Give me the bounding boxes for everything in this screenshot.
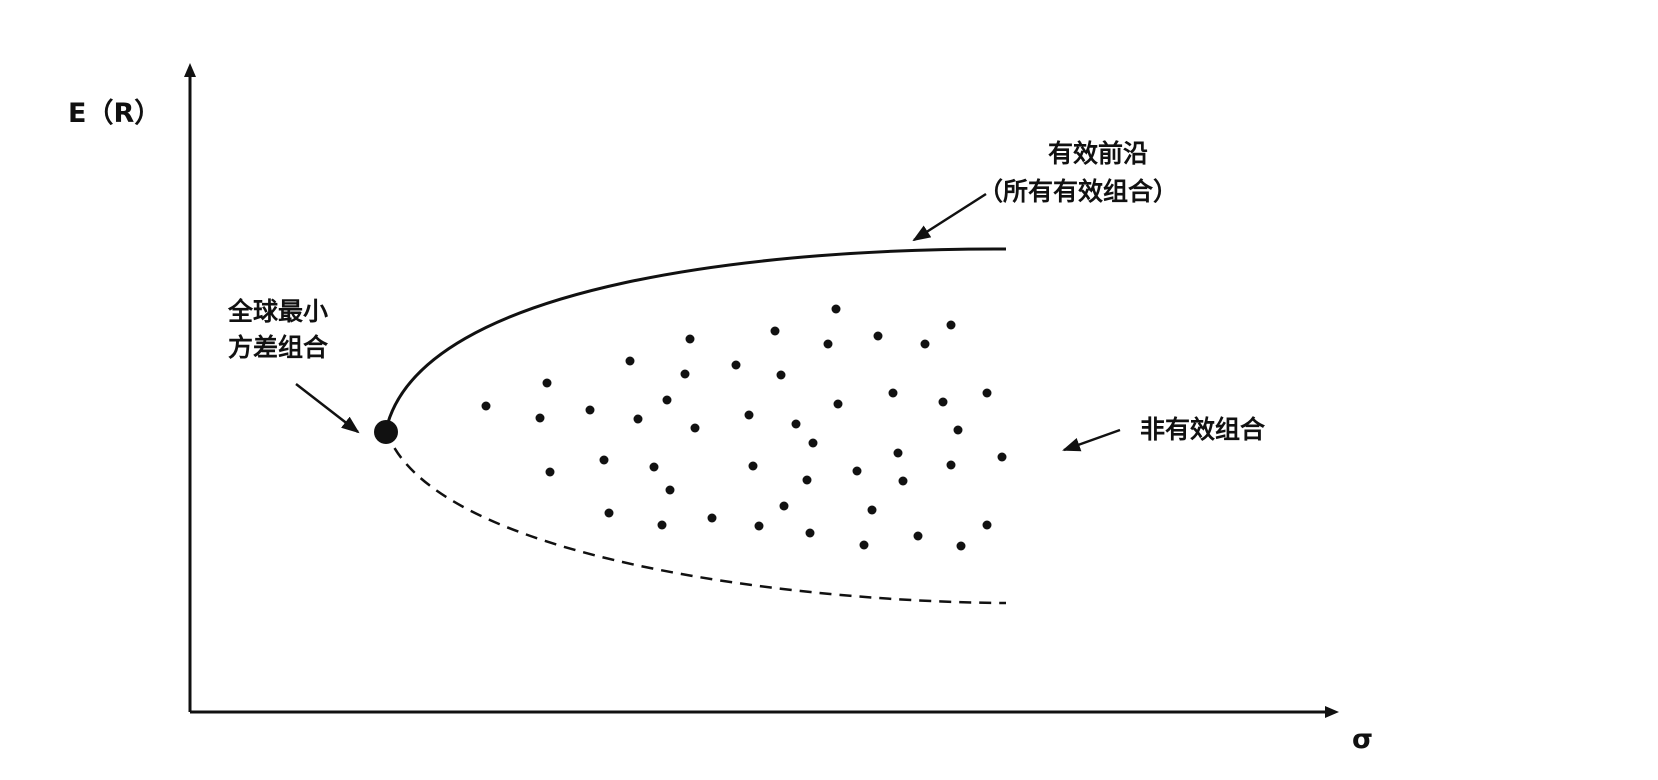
inefficient-portfolio-point: [754, 521, 764, 531]
inefficient-portfolio-point: [685, 334, 695, 344]
inefficient-portfolio-point: [938, 397, 948, 407]
inefficient-portfolio-point: [831, 304, 841, 314]
inefficient-pointer-arrow: [1062, 428, 1121, 452]
inefficient-portfolio-point: [776, 370, 786, 380]
efficient-frontier-label-line1: 有效前沿: [1048, 139, 1148, 168]
inefficient-portfolio-point: [873, 331, 883, 341]
gmv-label-line1: 全球最小: [227, 297, 328, 326]
inefficient-portfolio-point: [982, 520, 992, 530]
inefficient-portfolio-point: [690, 423, 700, 433]
inefficient-portfolio-point: [920, 339, 930, 349]
inefficient-portfolio-point: [823, 339, 833, 349]
inefficient-portfolio-point: [893, 448, 903, 458]
inefficient-portfolio-point: [888, 388, 898, 398]
inefficient-portfolio-point: [833, 399, 843, 409]
inefficient-frontier-curve: [384, 429, 1007, 605]
inefficient-portfolio-point: [867, 505, 877, 515]
inefficient-portfolio-point: [898, 476, 908, 486]
gmv-label-line2: 方差组合: [228, 333, 329, 362]
inefficient-portfolio-point: [859, 540, 869, 550]
inefficient-portfolio-point: [481, 401, 491, 411]
inefficient-portfolio-point: [542, 378, 552, 388]
inefficient-portfolio-point: [946, 460, 956, 470]
inefficient-portfolio-point: [805, 528, 815, 538]
inefficient-portfolio-point: [770, 326, 780, 336]
global-minimum-variance-point: [374, 420, 398, 444]
inefficient-portfolio-point: [982, 388, 992, 398]
inefficient-portfolio-point: [946, 320, 956, 330]
efficient-frontier-curve: [384, 247, 1007, 431]
inefficient-portfolio-point: [748, 461, 758, 471]
inefficient-portfolio-point: [649, 462, 659, 472]
efficient-frontier-pointer-arrow: [912, 192, 987, 242]
inefficient-portfolio-point: [585, 405, 595, 415]
inefficient-portfolio-point: [956, 541, 966, 551]
inefficient-portfolio-point: [665, 485, 675, 495]
inefficient-portfolio-point: [662, 395, 672, 405]
inefficient-portfolio-point: [779, 501, 789, 511]
inefficient-portfolio-point: [913, 531, 923, 541]
inefficient-portfolio-point: [852, 466, 862, 476]
inefficient-portfolio-point: [997, 452, 1007, 462]
inefficient-portfolio-point: [707, 513, 717, 523]
inefficient-portfolio-point: [604, 508, 614, 518]
inefficient-portfolio-point: [535, 413, 545, 423]
inefficient-portfolio-point: [680, 369, 690, 379]
inefficient-portfolio-points: [481, 304, 1007, 551]
inefficient-portfolio-point: [545, 467, 555, 477]
inefficient-portfolio-label: 非有效组合: [1140, 415, 1266, 444]
y-axis-label: E（R）: [68, 98, 161, 129]
inefficient-portfolio-point: [802, 475, 812, 485]
inefficient-portfolio-point: [808, 438, 818, 448]
inefficient-portfolio-point: [599, 455, 609, 465]
inefficient-portfolio-point: [625, 356, 635, 366]
inefficient-portfolio-point: [633, 414, 643, 424]
inefficient-portfolio-point: [657, 520, 667, 530]
inefficient-portfolio-point: [791, 419, 801, 429]
x-axis-label: σ: [1352, 724, 1373, 755]
inefficient-portfolio-point: [953, 425, 963, 435]
inefficient-portfolio-point: [744, 410, 754, 420]
gmv-pointer-arrow: [295, 383, 360, 434]
efficient-frontier-label-line2: （所有有效组合）: [978, 177, 1178, 206]
inefficient-portfolio-point: [731, 360, 741, 370]
